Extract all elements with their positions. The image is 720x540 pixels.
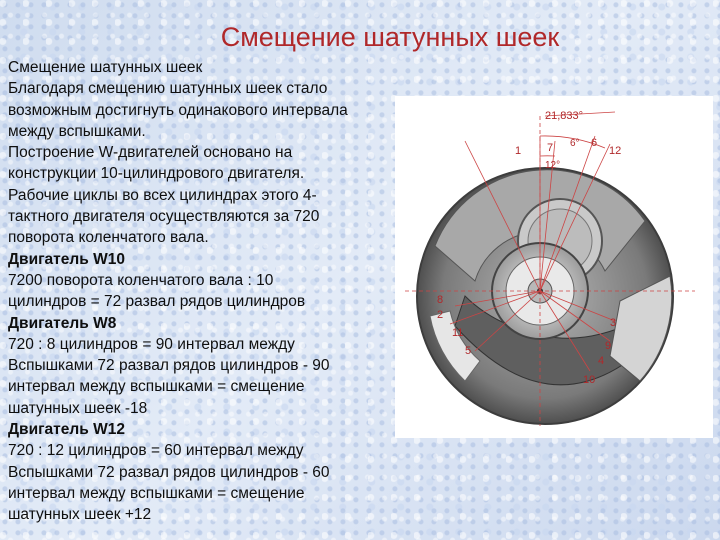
body-text-line: Вспышками 72 развал рядов цилиндров - 90 bbox=[8, 357, 330, 375]
crank-crescent bbox=[429, 310, 481, 382]
body-text-line: Рабочие циклы во всех цилиндрах этого 4- bbox=[8, 186, 317, 204]
crank-counterweight bbox=[609, 275, 673, 382]
crankshaft-svg: 21,833° 6° 12° 1 7 6 12 8 2 11 3 9 4 5 1… bbox=[405, 110, 695, 426]
cyl-label-9: 9 bbox=[605, 340, 611, 352]
body-text-line: Построение W-двигателей основано на bbox=[8, 144, 293, 162]
body-text-line: конструкции 10-цилиндрового двигателя. bbox=[8, 165, 305, 183]
body-text-line: возможным достигнуть одинакового интерва… bbox=[8, 101, 348, 119]
body-text-line: поворота коленчатого вала. bbox=[8, 229, 209, 247]
body-text-line: интервал между вспышками = смещение bbox=[8, 484, 305, 502]
cyl-label-3: 3 bbox=[610, 317, 616, 329]
body-heading-line: Двигатель W12 bbox=[8, 421, 125, 439]
cyl-label-1: 1 bbox=[515, 145, 521, 157]
body-text-line: Смещение шатунных шеек bbox=[8, 59, 203, 76]
body-text-line: 720 : 12 цилиндров = 60 интервал между bbox=[8, 442, 304, 460]
body-heading-line: Двигатель W10 bbox=[8, 250, 125, 268]
body-text-line: 7200 поворота коленчатого вала : 10 bbox=[8, 271, 274, 289]
angle-lines bbox=[405, 111, 695, 426]
cyl-label-12: 12 bbox=[609, 145, 621, 157]
cyl-label-10: 10 bbox=[583, 374, 595, 386]
body-text-line: шатунных шеек -18 bbox=[8, 399, 148, 417]
cyl-label-2: 2 bbox=[437, 309, 443, 321]
cyl-label-6: 6 bbox=[591, 137, 597, 149]
body-text-line: 720 : 8 цилиндров = 90 интервал между bbox=[8, 335, 295, 353]
slide-title: Смещение шатунных шеек bbox=[220, 22, 560, 52]
cyl-label-11: 11 bbox=[452, 327, 463, 339]
cyl-label-8: 8 bbox=[437, 294, 443, 306]
cyl-label-5: 5 bbox=[465, 345, 471, 357]
body-text-line: между вспышками. bbox=[8, 122, 146, 140]
body-text-line: шатунных шеек +12 bbox=[8, 506, 152, 524]
angle-label-12: 12° bbox=[545, 160, 560, 171]
cyl-label-7: 7 bbox=[547, 142, 553, 154]
body-text-line: Благодаря смещению шатунных шеек стало bbox=[8, 80, 328, 98]
body-heading-line: Двигатель W8 bbox=[8, 314, 117, 332]
angle-label-6: 6° bbox=[570, 138, 580, 149]
body-text-line: тактного двигателя осуществляются за 720 bbox=[8, 208, 320, 226]
body-text-line: Вспышками 72 развал рядов цилиндров - 60 bbox=[8, 463, 330, 481]
cyl-label-4: 4 bbox=[598, 355, 604, 367]
angle-label-21: 21,833° bbox=[545, 110, 583, 122]
body-text-line: цилиндров = 72 развал рядов цилиндров bbox=[8, 293, 306, 311]
body-text-line: интервал между вспышками = смещение bbox=[8, 378, 305, 396]
crankshaft-diagram: 21,833° 6° 12° 1 7 6 12 8 2 11 3 9 4 5 1… bbox=[395, 96, 713, 438]
